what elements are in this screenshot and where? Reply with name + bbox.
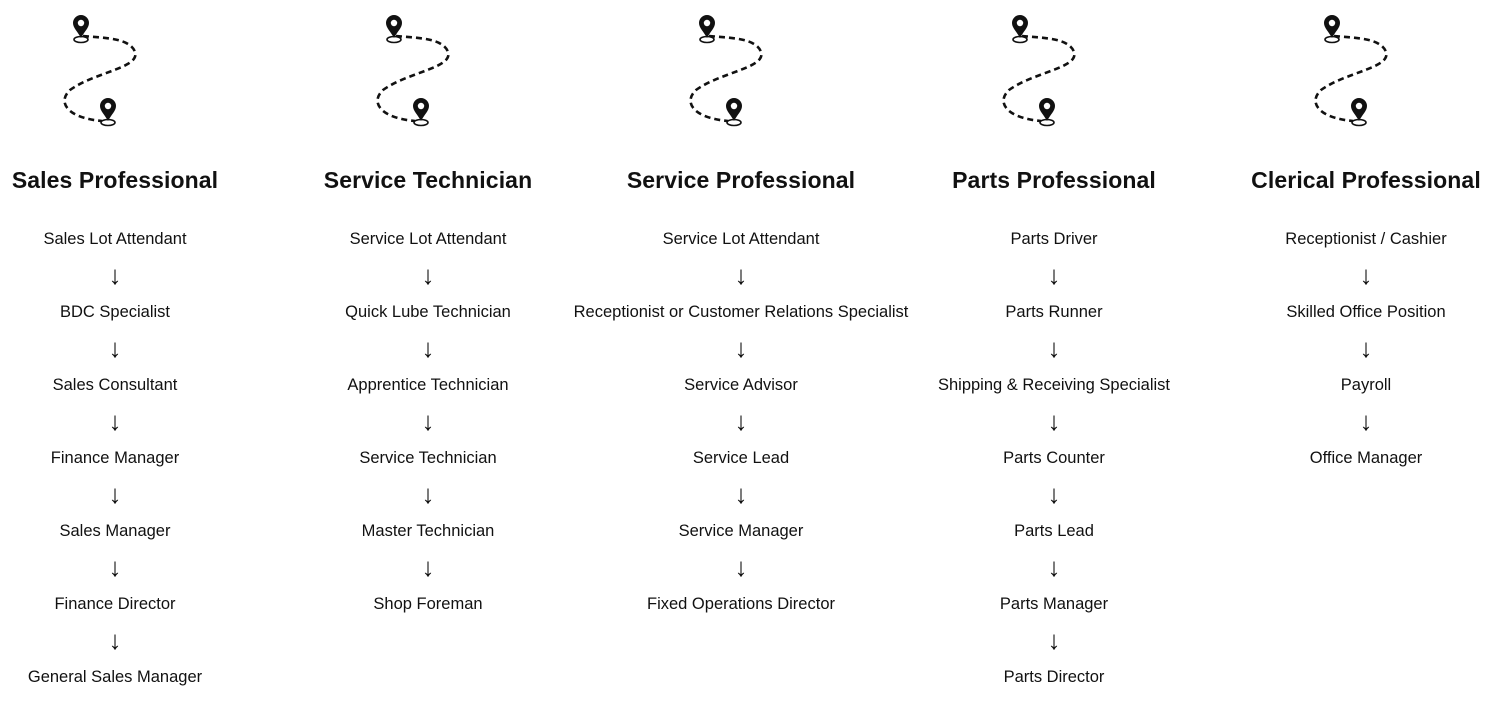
down-arrow-icon: ↓ [108, 260, 122, 290]
map-pin-end-icon [1351, 98, 1367, 127]
career-step: Service Lot Attendant [662, 230, 820, 248]
dashed-route-line [63, 34, 137, 123]
career-step: Parts Runner [1005, 303, 1103, 321]
career-step: Finance Director [54, 595, 176, 613]
map-pin-start-icon [699, 15, 715, 44]
career-step-list: Parts Driver ↓ Parts Runner ↓ Shipping & Rec… [864, 227, 1244, 689]
down-arrow-icon: ↓ [421, 406, 435, 436]
down-arrow-icon: ↓ [1047, 479, 1061, 509]
down-arrow-icon: ↓ [421, 479, 435, 509]
career-path-title: Sales Professional [11, 167, 219, 193]
map-pin-end-icon [726, 98, 742, 127]
career-step: Service Manager [678, 522, 804, 540]
dashed-route-line [1314, 34, 1388, 123]
down-arrow-icon: ↓ [108, 333, 122, 363]
career-path-title: Service Professional [626, 167, 856, 193]
career-path-title: Parts Professional [952, 167, 1156, 193]
down-arrow-icon: ↓ [1359, 406, 1373, 436]
map-pin-end-icon [413, 98, 429, 127]
career-step: Parts Driver [1010, 230, 1098, 248]
career-step: Receptionist / Cashier [1285, 230, 1447, 248]
career-step: Shop Foreman [373, 595, 483, 613]
down-arrow-icon: ↓ [421, 333, 435, 363]
career-path-title: Clerical Professional [1251, 167, 1481, 193]
career-step: Shipping & Receiving Specialist [937, 376, 1171, 394]
career-step: Service Lead [692, 449, 790, 467]
career-step: Finance Manager [50, 449, 180, 467]
career-step: General Sales Manager [27, 668, 203, 686]
down-arrow-icon: ↓ [1047, 260, 1061, 290]
map-pin-end-icon [100, 98, 116, 127]
down-arrow-icon: ↓ [1047, 333, 1061, 363]
career-path-title: Service Technician [323, 167, 533, 193]
down-arrow-icon: ↓ [1047, 552, 1061, 582]
career-step: Quick Lube Technician [345, 303, 511, 321]
career-step: Service Lot Attendant [349, 230, 507, 248]
career-step: Service Advisor [684, 376, 798, 394]
down-arrow-icon: ↓ [1047, 625, 1061, 655]
dashed-route-line [689, 34, 763, 123]
route-map-icon [1314, 15, 1388, 127]
dashed-route-line [1002, 34, 1076, 123]
career-step: Receptionist or Customer Relations Speci… [573, 303, 909, 321]
down-arrow-icon: ↓ [108, 552, 122, 582]
down-arrow-icon: ↓ [1047, 406, 1061, 436]
down-arrow-icon: ↓ [421, 552, 435, 582]
career-step: Service Technician [359, 449, 497, 467]
down-arrow-icon: ↓ [1359, 260, 1373, 290]
career-step: BDC Specialist [59, 303, 171, 321]
career-step-list: Service Lot Attendant ↓ Receptionist or Cu… [551, 227, 931, 616]
down-arrow-icon: ↓ [734, 260, 748, 290]
down-arrow-icon: ↓ [108, 479, 122, 509]
career-step-list: Receptionist / Cashier ↓ Skilled Office Po… [1176, 227, 1500, 470]
down-arrow-icon: ↓ [734, 552, 748, 582]
down-arrow-icon: ↓ [1359, 333, 1373, 363]
career-step: Parts Manager [999, 595, 1109, 613]
map-pin-start-icon [1012, 15, 1028, 44]
dashed-route-line [376, 34, 450, 123]
career-step: Parts Director [1003, 668, 1105, 686]
down-arrow-icon: ↓ [734, 333, 748, 363]
map-pin-end-icon [1039, 98, 1055, 127]
career-step: Skilled Office Position [1286, 303, 1446, 321]
map-pin-start-icon [73, 15, 89, 44]
route-map-icon [376, 15, 450, 127]
down-arrow-icon: ↓ [734, 406, 748, 436]
career-step: Parts Counter [1003, 449, 1105, 467]
career-step: Sales Consultant [52, 376, 178, 394]
down-arrow-icon: ↓ [108, 406, 122, 436]
route-map-icon [1002, 15, 1076, 127]
career-step: Master Technician [361, 522, 495, 540]
down-arrow-icon: ↓ [734, 479, 748, 509]
career-step: Payroll [1340, 376, 1392, 394]
career-step-list: Sales Lot Attendant ↓ BDC Specialist ↓ Sales… [0, 227, 305, 689]
down-arrow-icon: ↓ [421, 260, 435, 290]
career-step: Fixed Operations Director [647, 595, 835, 613]
down-arrow-icon: ↓ [108, 625, 122, 655]
career-step: Sales Manager [59, 522, 171, 540]
map-pin-start-icon [386, 15, 402, 44]
career-step: Apprentice Technician [347, 376, 509, 394]
career-step: Sales Lot Attendant [43, 230, 187, 248]
career-step: Office Manager [1309, 449, 1423, 467]
map-pin-start-icon [1324, 15, 1340, 44]
career-step-list: Service Lot Attendant ↓ Quick Lube Technic… [238, 227, 618, 616]
route-map-icon [63, 15, 137, 127]
career-step: Parts Lead [1014, 522, 1094, 540]
route-map-icon [689, 15, 763, 127]
